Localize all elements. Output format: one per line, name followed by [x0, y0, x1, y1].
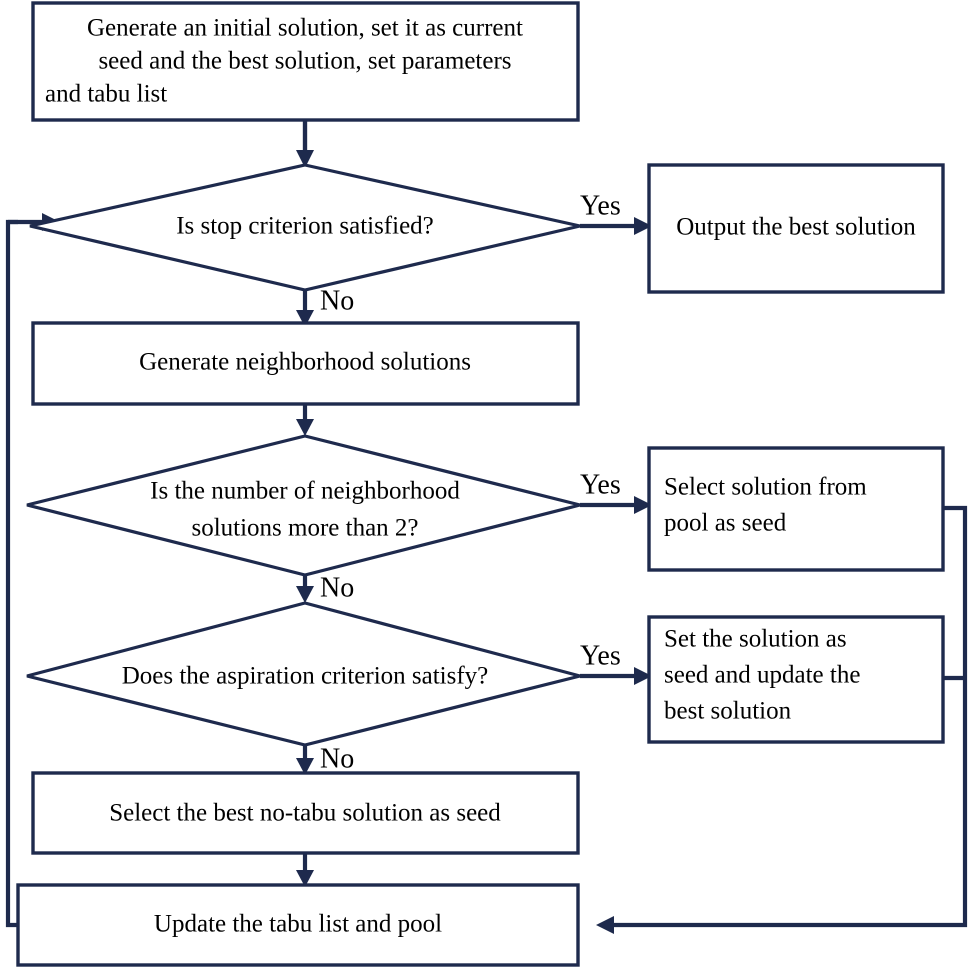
node-set-solution-seed-line-1: Set the solution as — [664, 626, 847, 653]
node-select-from-pool-box — [647, 446, 945, 572]
arrowhead-aspiration-no — [296, 758, 314, 775]
node-generate-neighborhood-box — [31, 321, 580, 406]
node-select-from-pool-line-1: Select solution from — [664, 474, 867, 501]
arrowhead-return-to-update — [596, 916, 614, 934]
node-output-best-label: Output the best solution — [676, 214, 916, 241]
node-output-best-box — [647, 163, 945, 294]
edge-label-no-stop: No — [320, 285, 354, 316]
arrowhead-init-to-stop — [296, 150, 314, 168]
node-init-line-2: seed and the best solution, set paramete… — [98, 48, 511, 75]
node-init-line-3: and tabu list — [45, 81, 167, 108]
edge-label-no-aspiration: No — [320, 743, 354, 774]
node-init-line-1: Generate an initial solution, set it as … — [87, 15, 523, 42]
node-set-solution-seed-box — [647, 615, 945, 744]
arrowhead-notabu-to-update — [296, 870, 314, 887]
node-set-solution-seed-line-3: best solution — [664, 698, 792, 725]
node-select-no-tabu-label: Select the best no-tabu solution as seed — [109, 800, 501, 827]
edge-update-loop-left-rail — [5, 219, 18, 928]
arrowhead-stop-yes — [634, 217, 652, 235]
node-neighborhood-count-line-2: solutions more than 2? — [191, 515, 418, 542]
node-update-tabu-pool-label: Update the tabu list and pool — [154, 911, 442, 938]
node-aspiration-criterion-diamond — [26, 601, 581, 747]
arrowhead-aspiration-yes — [634, 667, 652, 685]
node-stop-criterion-diamond — [29, 163, 581, 292]
node-stop-criterion-label: Is stop criterion satisfied? — [176, 213, 434, 240]
node-generate-neighborhood-label: Generate neighborhood solutions — [139, 349, 471, 376]
node-neighborhood-count-line-1: Is the number of neighborhood — [150, 478, 460, 505]
arrowhead-generate-to-count — [296, 419, 314, 436]
arrowhead-count-yes — [634, 496, 652, 514]
edge-label-yes-count: Yes — [580, 469, 621, 500]
edge-label-no-count: No — [320, 572, 354, 603]
node-select-from-pool-line-2: pool as seed — [664, 510, 787, 537]
edge-pool-return-rail — [612, 505, 968, 928]
edge-label-yes-aspiration: Yes — [580, 640, 621, 671]
node-aspiration-criterion-label: Does the aspiration criterion satisfy? — [122, 663, 489, 690]
edge-label-yes-stop: Yes — [580, 190, 621, 221]
node-select-no-tabu-box — [31, 771, 580, 855]
arrowhead-count-no — [296, 586, 314, 603]
arrowhead-stop-no — [296, 310, 314, 327]
node-neighborhood-count-diamond — [26, 434, 581, 577]
node-update-tabu-pool-box — [16, 883, 580, 967]
node-init-box — [31, 1, 580, 122]
node-set-solution-seed-line-2: seed and update the — [664, 662, 860, 689]
